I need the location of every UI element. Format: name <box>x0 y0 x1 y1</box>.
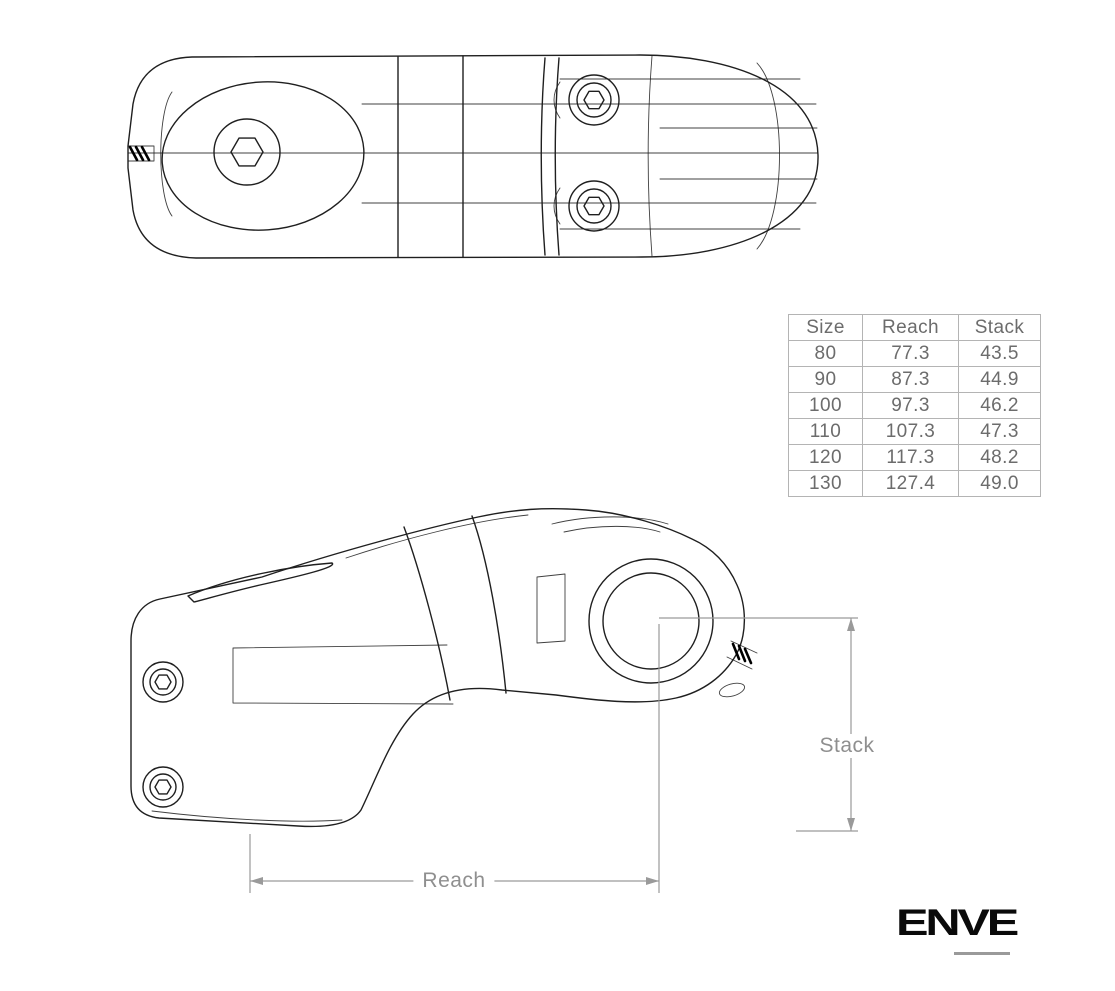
top-bolt-ring-outer <box>568 74 620 126</box>
small-panel-outline <box>536 573 566 644</box>
dimension-annotations <box>249 617 858 893</box>
cell-size: 90 <box>788 366 863 393</box>
band-curve-left <box>403 526 451 701</box>
enve-logo: ENVE <box>896 904 1019 955</box>
cell-stack: 44.9 <box>958 366 1041 393</box>
table-row: 120 117.3 48.2 <box>788 444 1041 471</box>
cell-stack: 46.2 <box>958 392 1041 419</box>
table-row: 90 87.3 44.9 <box>788 366 1041 393</box>
table-row: 110 107.3 47.3 <box>788 418 1041 445</box>
cell-stack: 47.3 <box>958 418 1041 445</box>
bottom-bolt-ring-inner <box>576 188 612 224</box>
cell-reach: 127.4 <box>862 470 959 497</box>
bar-clamp-circle-outer <box>588 558 714 684</box>
enve-logo-tagline <box>954 952 1010 955</box>
top-bolt-ring-inner <box>576 82 612 118</box>
enve-logo-wordmark: ENVE <box>896 901 1019 944</box>
stack-arrow-bottom <box>847 818 855 831</box>
cell-size: 120 <box>788 444 863 471</box>
stack-dimension-label: Stack <box>810 734 884 758</box>
band-curve-right <box>471 515 507 694</box>
top-surface-window <box>187 562 334 603</box>
geometry-table-header-row: Size Reach Stack <box>788 314 1041 341</box>
lower-steerer-bolt-hex <box>154 779 172 795</box>
cell-reach: 77.3 <box>862 340 959 367</box>
stack-arrow-top <box>847 618 855 631</box>
cell-stack: 43.5 <box>958 340 1041 367</box>
pinch-slot-lines <box>726 640 758 670</box>
bolt-recess-arc-bottom <box>553 187 561 225</box>
cell-size: 130 <box>788 470 863 497</box>
upper-steerer-bolt-inner <box>149 668 177 696</box>
cell-size: 110 <box>788 418 863 445</box>
header-stack: Stack <box>958 314 1041 341</box>
header-size: Size <box>788 314 863 341</box>
cell-stack: 48.2 <box>958 444 1041 471</box>
bar-clamp-circle-inner <box>602 572 700 670</box>
right-cap-seam <box>756 62 780 250</box>
top-edge-parallel-line <box>345 514 529 559</box>
center-bolt-hex <box>230 137 264 167</box>
clamp-ear-detail <box>718 682 746 698</box>
faceplate-seam-1 <box>540 57 546 256</box>
side-view-drawing <box>130 507 758 828</box>
side-view-outline <box>130 507 746 828</box>
upper-steerer-bolt-outer <box>142 661 184 703</box>
reach-arrow-right <box>646 877 659 885</box>
pinch-slot-hatch <box>731 642 753 665</box>
faceplate-seam-2 <box>554 57 560 256</box>
cell-reach: 117.3 <box>862 444 959 471</box>
bolt-recess-arc-top <box>553 81 561 119</box>
bottom-inner-line <box>151 810 343 822</box>
cell-stack: 49.0 <box>958 470 1041 497</box>
cell-reach: 87.3 <box>862 366 959 393</box>
crest-line-1 <box>551 516 669 525</box>
reach-dimension-label: Reach <box>413 869 495 893</box>
cell-size: 100 <box>788 392 863 419</box>
lower-steerer-bolt-inner <box>149 773 177 801</box>
faceplate-oval <box>161 81 365 231</box>
table-row: 100 97.3 46.2 <box>788 392 1041 419</box>
body-seam <box>647 55 653 257</box>
upper-steerer-bolt-hex <box>154 674 172 690</box>
cell-reach: 97.3 <box>862 392 959 419</box>
steerer-slot-hatch <box>128 145 151 162</box>
geometry-table: Size Reach Stack 80 77.3 43.5 90 87.3 44… <box>788 314 1041 497</box>
table-row: 80 77.3 43.5 <box>788 340 1041 367</box>
top-view-drawing <box>127 54 819 259</box>
top-view-outline <box>127 54 819 259</box>
bottom-bolt-hex <box>583 196 605 216</box>
reach-arrow-left <box>250 877 263 885</box>
table-row: 130 127.4 49.0 <box>788 470 1041 497</box>
lower-steerer-bolt-outer <box>142 766 184 808</box>
center-bolt-ring <box>213 118 281 186</box>
left-cap-seam <box>160 91 173 217</box>
cell-reach: 107.3 <box>862 418 959 445</box>
cell-size: 80 <box>788 340 863 367</box>
crest-line-2 <box>563 525 661 533</box>
side-pocket-outline <box>232 644 454 705</box>
top-bolt-hex <box>583 90 605 110</box>
bottom-bolt-ring-outer <box>568 180 620 232</box>
header-reach: Reach <box>862 314 959 341</box>
